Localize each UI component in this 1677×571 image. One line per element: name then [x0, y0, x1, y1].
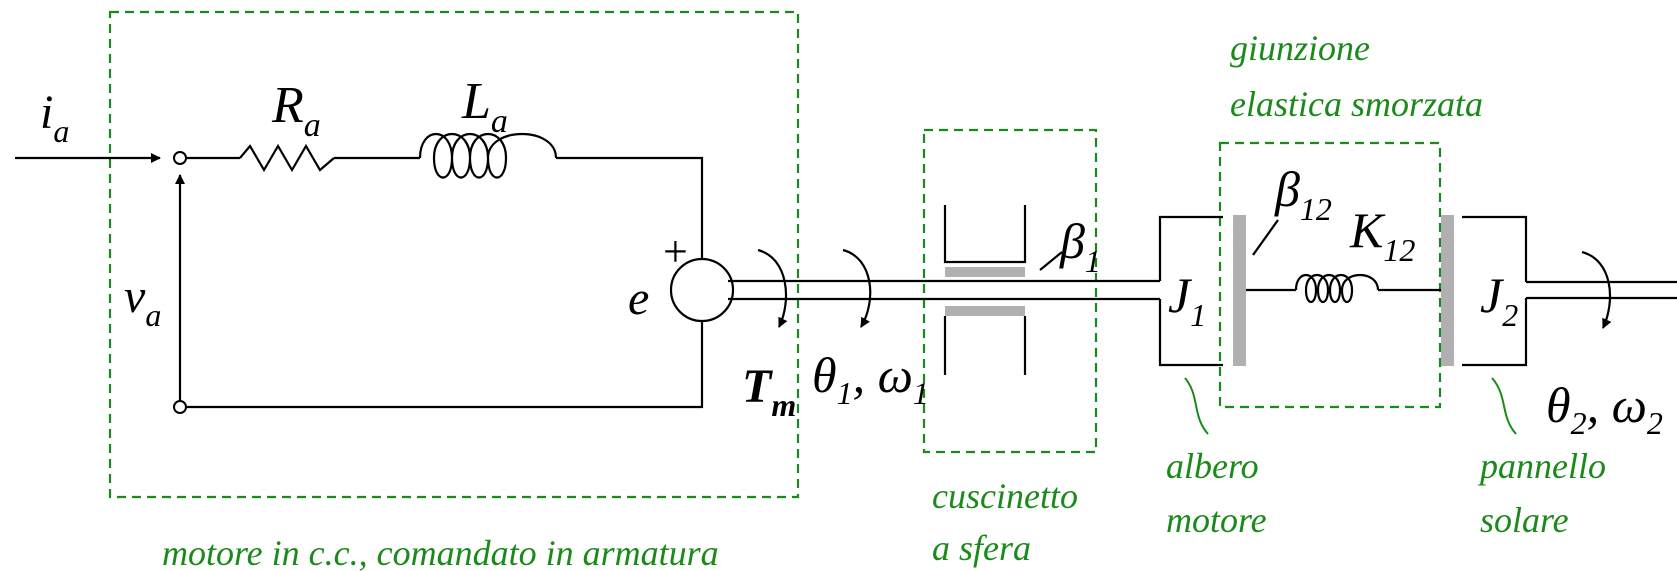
armature-circuit [15, 132, 735, 414]
shaft-leader [1184, 377, 1209, 435]
voltage-label: va [124, 270, 161, 333]
inertia2-block [1462, 215, 1528, 367]
torque-rotation-arrow [757, 248, 788, 328]
inertia1-label: J1 [1168, 267, 1206, 333]
wire-inductor-to-emf [556, 156, 704, 260]
joint-left-plate [1233, 215, 1246, 366]
theta1-omega1-label: θ1, ω1 [812, 347, 929, 411]
wire-emf-to-bottom [186, 321, 704, 409]
current-label: ia [40, 86, 69, 149]
spring-coil [1294, 273, 1380, 304]
theta2-omega2-label: θ2, ω2 [1546, 377, 1663, 441]
bearing-lower-race [945, 306, 1025, 316]
panel-leader [1491, 377, 1517, 435]
shafts [728, 279, 1677, 301]
inductor-label: La [461, 73, 508, 140]
bearing-upper-race [945, 267, 1025, 277]
motor-box [108, 10, 800, 499]
bearing-upper-cup [943, 205, 1027, 264]
friction12-leader [1252, 219, 1279, 256]
elastic-joint [1246, 215, 1454, 366]
inductor-symbol [418, 132, 558, 179]
torque-label: Tm [742, 360, 796, 423]
inertia2-label: J2 [1480, 267, 1518, 333]
friction12-label: β12 [1274, 161, 1332, 227]
inertia2 [1462, 215, 1528, 367]
emf-polarity-plus: + [663, 227, 688, 276]
emf-label: e [628, 272, 649, 325]
theta1-rotation-arrow [842, 248, 872, 328]
stiffness12-label: K12 [1349, 202, 1415, 268]
ball-bearing [943, 205, 1063, 375]
bearing-box [922, 128, 1098, 454]
motor-caption: motore in c.c., comandato in armatura [162, 533, 719, 571]
resistor-label: Ra [271, 77, 321, 144]
resistor-symbol [239, 143, 335, 173]
theta2-rotation-arrow [1581, 250, 1612, 329]
friction1-leader [1039, 251, 1063, 271]
friction1-label: β1 [1059, 213, 1101, 279]
bearing-lower-cup [943, 316, 1027, 375]
bottom-terminal [173, 400, 187, 414]
inertia1 [1158, 215, 1246, 367]
joint-right-plate [1441, 215, 1454, 366]
inertia1-block [1158, 215, 1223, 367]
top-terminal [173, 151, 187, 165]
joint-box [1218, 141, 1442, 409]
